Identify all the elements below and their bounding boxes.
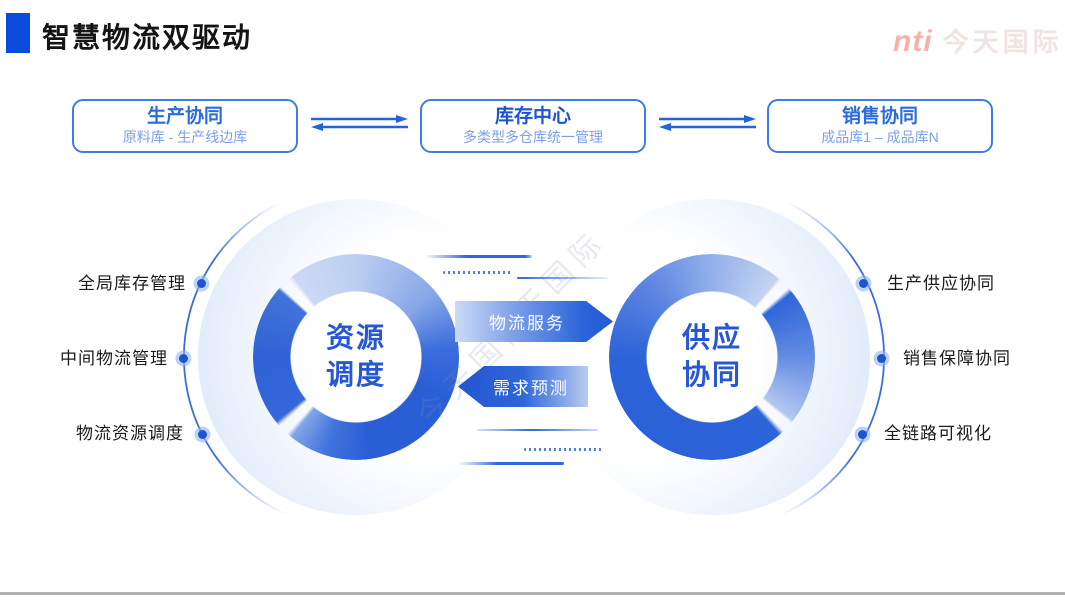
flow-box-subtitle: 多类型多仓库统一管理 (463, 128, 603, 145)
decorative-line (477, 429, 598, 431)
arrow-label: 需求预测 (493, 379, 569, 398)
demand-forecast-arrow: 需求预测 (458, 366, 588, 407)
decorative-dotted-line (443, 271, 513, 274)
node-dot-icon (859, 279, 868, 288)
left-item-mid-logistics: 中间物流管理 (60, 349, 168, 368)
ring-title-line: 协同 (681, 359, 742, 390)
decorative-line (517, 277, 608, 279)
arrow-label: 物流服务 (489, 314, 565, 333)
page-title: 智慧物流双驱动 (42, 22, 253, 53)
left-item-global-inventory: 全局库存管理 (78, 274, 186, 293)
left-ring-title: 资源 调度 (253, 254, 459, 460)
right-item-full-chain-visibility: 全链路可视化 (884, 424, 992, 443)
right-item-sales-guarantee: 销售保障协同 (903, 349, 1011, 368)
right-item-production-supply: 生产供应协同 (887, 274, 995, 293)
node-dot-icon (198, 430, 207, 439)
flow-box-title: 库存中心 (494, 105, 571, 127)
decorative-line (424, 255, 532, 258)
left-item-resource-dispatch: 物流资源调度 (76, 424, 184, 443)
node-dot-icon (197, 279, 206, 288)
ring-title-line: 调度 (325, 359, 386, 390)
flow-box-title: 生产协同 (146, 105, 223, 127)
company-logo: nti 今天国际 (893, 22, 1063, 59)
decorative-dotted-line (524, 448, 602, 451)
flow-box-sales: 销售协同 成品库1 – 成品库N (767, 99, 993, 153)
flow-box-title: 销售协同 (841, 105, 918, 127)
ring-title-line: 供应 (681, 322, 742, 354)
node-dot-icon (179, 354, 188, 363)
bidirectional-arrow-icon (659, 115, 756, 131)
ring-title-line: 资源 (325, 322, 386, 354)
bottom-divider (0, 592, 1065, 595)
right-ring-title: 供应 协同 (609, 254, 815, 460)
flow-box-production: 生产协同 原料库 - 生产线边库 (72, 99, 298, 153)
logo-mark-icon: nti (893, 25, 933, 58)
decorative-line (458, 462, 564, 465)
logo-name: 今天国际 (942, 27, 1063, 57)
flow-box-subtitle: 原料库 - 生产线边库 (122, 128, 248, 145)
title-accent-bar (6, 13, 30, 53)
flow-box-inventory-center: 库存中心 多类型多仓库统一管理 (420, 99, 646, 153)
flow-box-subtitle: 成品库1 – 成品库N (821, 128, 939, 145)
logistics-service-arrow: 物流服务 (455, 301, 613, 342)
bidirectional-arrow-icon (311, 115, 408, 131)
node-dot-icon (858, 430, 867, 439)
node-dot-icon (877, 354, 886, 363)
